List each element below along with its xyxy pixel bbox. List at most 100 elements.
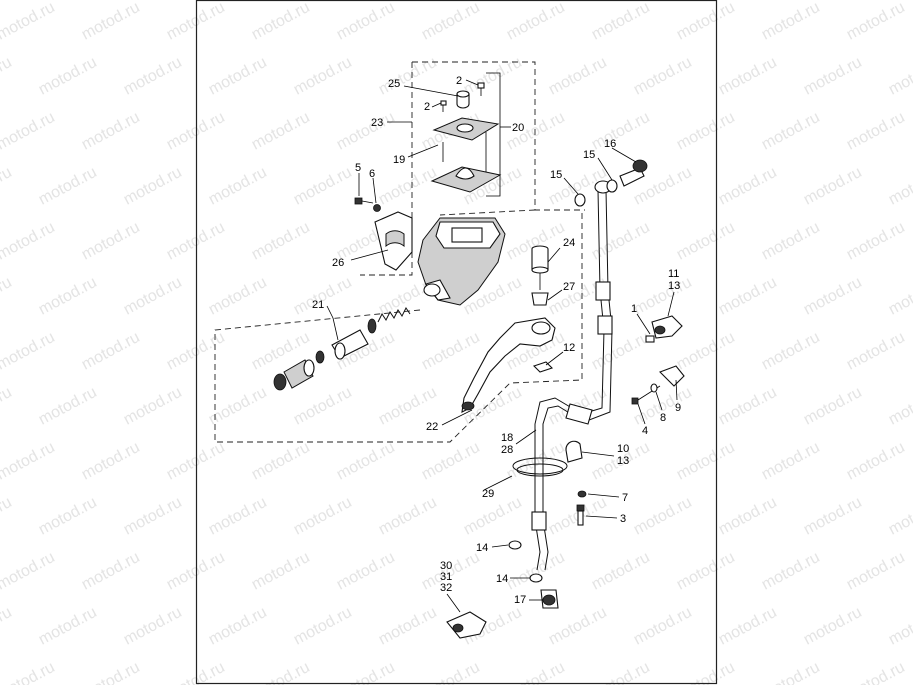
callout-14-lower: 14 — [496, 573, 508, 585]
line-clamp — [512, 440, 583, 477]
watermark-text: motod.ru — [334, 439, 398, 484]
watermark-text: motod.ru — [546, 54, 610, 99]
watermark-text: motod.ru — [121, 604, 185, 649]
callout-9: 9 — [675, 402, 681, 414]
watermark-text: motod.ru — [759, 439, 823, 484]
watermark-text: motod.ru — [716, 164, 780, 209]
lower-banjo-washer-1 — [508, 540, 522, 550]
watermark-text: motod.ru — [376, 164, 440, 209]
watermark-text: motod.ru — [206, 54, 270, 99]
cover-screw-left — [440, 100, 447, 112]
watermark-text: motod.ru — [844, 549, 908, 594]
watermark-text: motod.ru — [844, 659, 908, 685]
watermark-text: motod.ru — [759, 219, 823, 264]
watermark-text: motod.ru — [631, 494, 695, 539]
watermark-text: motod.ru — [206, 274, 270, 319]
watermark-text: motod.ru — [121, 274, 185, 319]
watermark-text: motod.ru — [164, 219, 228, 264]
watermark-text: motod.ru — [291, 274, 355, 319]
watermark-text: motod.ru — [206, 604, 270, 649]
watermark-text: motod.ru — [631, 274, 695, 319]
watermark-text: motod.ru — [36, 384, 100, 429]
master-cylinder-body — [417, 217, 506, 306]
piston-assembly — [273, 307, 411, 391]
watermark-text: motod.ru — [79, 109, 143, 154]
handlebar-clamp — [374, 211, 413, 271]
watermark-text: motod.ru — [419, 0, 483, 44]
watermark-text: motod.ru — [844, 0, 908, 44]
callout-10: 10 — [617, 443, 629, 455]
banjo-washer-lower — [574, 193, 586, 207]
middle-right-clip — [631, 365, 685, 405]
watermark-text: motod.ru — [674, 549, 738, 594]
watermark-text: motod.ru — [0, 219, 58, 264]
watermark-text: motod.ru — [0, 494, 15, 539]
callout-15-lower: 15 — [550, 169, 562, 181]
watermark-text: motod.ru — [674, 109, 738, 154]
callout-28: 28 — [501, 444, 513, 456]
watermark-text: motod.ru — [0, 604, 15, 649]
lever-clip — [532, 361, 554, 373]
callout-3: 3 — [620, 513, 626, 525]
callout-4: 4 — [642, 425, 648, 437]
banjo-washer-upper — [606, 179, 618, 193]
callout-26: 26 — [332, 257, 344, 269]
callout-17: 17 — [514, 594, 526, 606]
pivot-pin — [531, 245, 549, 290]
watermark-text: motod.ru — [674, 219, 738, 264]
callout-12: 12 — [563, 342, 575, 354]
watermark-text: motod.ru — [759, 109, 823, 154]
watermark-text: motod.ru — [0, 329, 58, 374]
watermark-text: motod.ru — [886, 604, 913, 649]
watermark-text: motod.ru — [164, 329, 228, 374]
watermark-text: motod.ru — [79, 329, 143, 374]
watermark-text: motod.ru — [631, 54, 695, 99]
watermark-text: motod.ru — [546, 604, 610, 649]
watermark-text: motod.ru — [334, 659, 398, 685]
watermark-text: motod.ru — [79, 659, 143, 685]
watermark-text: motod.ru — [36, 54, 100, 99]
watermark-text: motod.ru — [121, 164, 185, 209]
callout-1: 1 — [631, 303, 637, 315]
watermark-text: motod.ru — [121, 494, 185, 539]
watermark-text: motod.ru — [0, 109, 58, 154]
callout-2-left: 2 — [424, 101, 430, 113]
watermark-text: motod.ru — [716, 274, 780, 319]
callout-29: 29 — [482, 488, 494, 500]
watermark-text: motod.ru — [291, 494, 355, 539]
watermark-text: motod.ru — [886, 384, 913, 429]
pivot-bushing — [531, 292, 549, 306]
callout-5: 5 — [355, 162, 361, 174]
watermark-text: motod.ru — [0, 659, 58, 685]
watermark-text: motod.ru — [79, 439, 143, 484]
callout-11: 11 — [668, 268, 679, 280]
watermark-text: motod.ru — [716, 494, 780, 539]
watermark-text: motod.ru — [504, 659, 568, 685]
watermark-text: motod.ru — [164, 0, 228, 44]
watermark-text: motod.ru — [334, 549, 398, 594]
lower-banjo-bolt — [540, 589, 559, 609]
watermark-text: motod.ru — [0, 384, 15, 429]
watermark-text: motod.ru — [419, 329, 483, 374]
watermark-text: motod.ru — [844, 109, 908, 154]
clip-washer — [577, 490, 587, 498]
watermark-text: motod.ru — [0, 54, 15, 99]
watermark-text: motod.ru — [886, 494, 913, 539]
watermark-text: motod.ru — [801, 604, 865, 649]
watermark-text: motod.ru — [0, 164, 15, 209]
watermark-text: motod.ru — [716, 54, 780, 99]
watermark-text: motod.ru — [249, 219, 313, 264]
watermark-text: motod.ru — [461, 494, 525, 539]
callout-19: 19 — [393, 154, 405, 166]
watermark-text: motod.ru — [376, 604, 440, 649]
callout-16: 16 — [604, 138, 616, 150]
leader-lines — [326, 72, 678, 613]
watermark-text: motod.ru — [589, 109, 653, 154]
watermark-text: motod.ru — [716, 384, 780, 429]
watermark-text: motod.ru — [121, 384, 185, 429]
watermark-text: motod.ru — [844, 219, 908, 264]
watermark-text: motod.ru — [249, 659, 313, 685]
callout-labels: 25 2 2 20 23 19 5 6 26 24 27 21 12 22 16… — [312, 75, 681, 606]
callout-32: 32 — [440, 582, 452, 594]
